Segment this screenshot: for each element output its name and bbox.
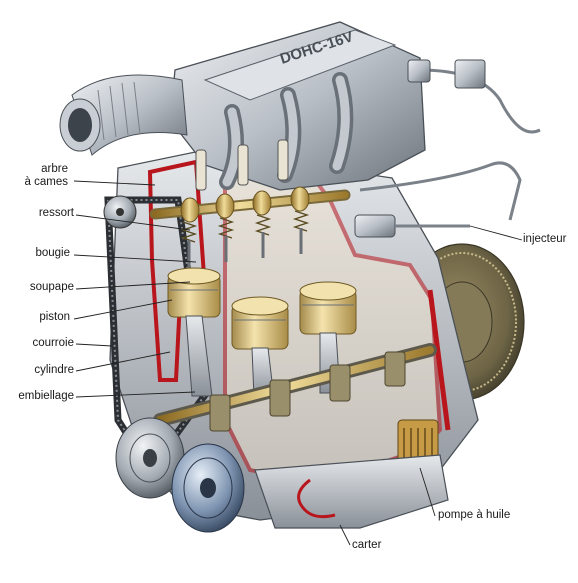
label-arbre-line2: à cames: [24, 176, 68, 188]
label-ressort: ressort: [38, 207, 74, 219]
label-injecteur: injecteur: [523, 233, 567, 245]
label-pompe-a-huile: pompe à huile: [438, 509, 511, 521]
leader-lines: [73, 180, 523, 546]
label-arbre-a-cames: arbre à cames: [25, 163, 68, 189]
pistons: [167, 267, 357, 350]
label-carter: carter: [352, 539, 382, 551]
valve-springs: [180, 210, 310, 243]
label-courroie: courroie: [32, 337, 74, 349]
label-soupape: soupape: [29, 281, 74, 293]
label-bougie: bougie: [35, 247, 70, 259]
label-piston: piston: [39, 311, 70, 323]
cam-cover: DOHC-16V: [169, 21, 426, 191]
label-arbre-line1: arbre: [41, 163, 68, 175]
crankshaft: [153, 343, 437, 432]
crank-pulleys: [115, 417, 245, 533]
camshaft: [149, 186, 351, 223]
spark-plugs: [195, 139, 289, 191]
oil-sump: [254, 454, 449, 529]
valves: [187, 228, 303, 268]
label-embiellage: embiellage: [18, 390, 74, 402]
label-cylindre: cylindre: [34, 364, 74, 376]
air-intake-hose: [59, 74, 188, 156]
fuel-rail: [359, 59, 541, 221]
injector: [354, 214, 470, 238]
